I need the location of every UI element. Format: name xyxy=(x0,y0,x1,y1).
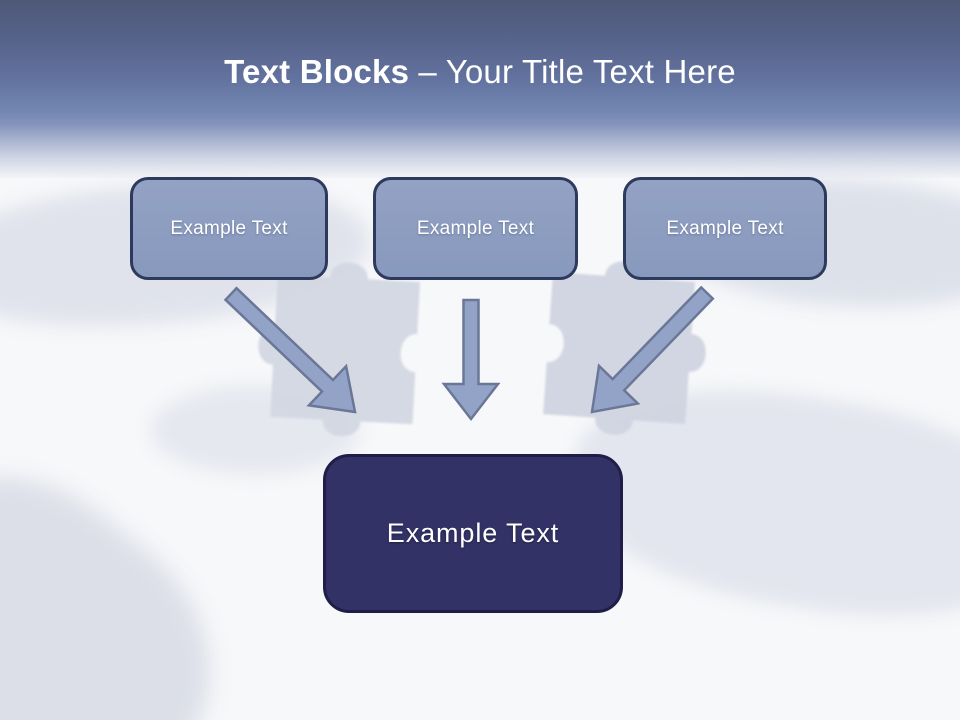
arrow-down-icon xyxy=(441,298,501,422)
slide-title: Text Blocks– Your Title Text Here xyxy=(0,52,960,92)
slide-header-band xyxy=(0,0,960,178)
puzzle-piece-icon xyxy=(258,262,420,437)
text-block-3: Example Text xyxy=(623,177,827,280)
text-block-1-label: Example Text xyxy=(170,217,288,239)
text-block-2: Example Text xyxy=(373,177,578,280)
text-block-3-label: Example Text xyxy=(666,217,784,239)
photo-shadow-blob xyxy=(150,385,360,475)
text-block-1: Example Text xyxy=(130,177,328,280)
arrow-down-left-icon xyxy=(590,285,715,414)
puzzle-piece-icon xyxy=(543,261,706,435)
slide-title-bold: Text Blocks xyxy=(224,53,410,90)
arrow-down-right-icon xyxy=(223,286,357,414)
text-block-2-label: Example Text xyxy=(416,217,535,239)
result-block: Example Text xyxy=(323,454,623,613)
slide-title-rest: – Your Title Text Here xyxy=(418,53,736,90)
arm-photo-bottom-left xyxy=(0,420,265,720)
result-block-label: Example Text xyxy=(386,518,560,548)
